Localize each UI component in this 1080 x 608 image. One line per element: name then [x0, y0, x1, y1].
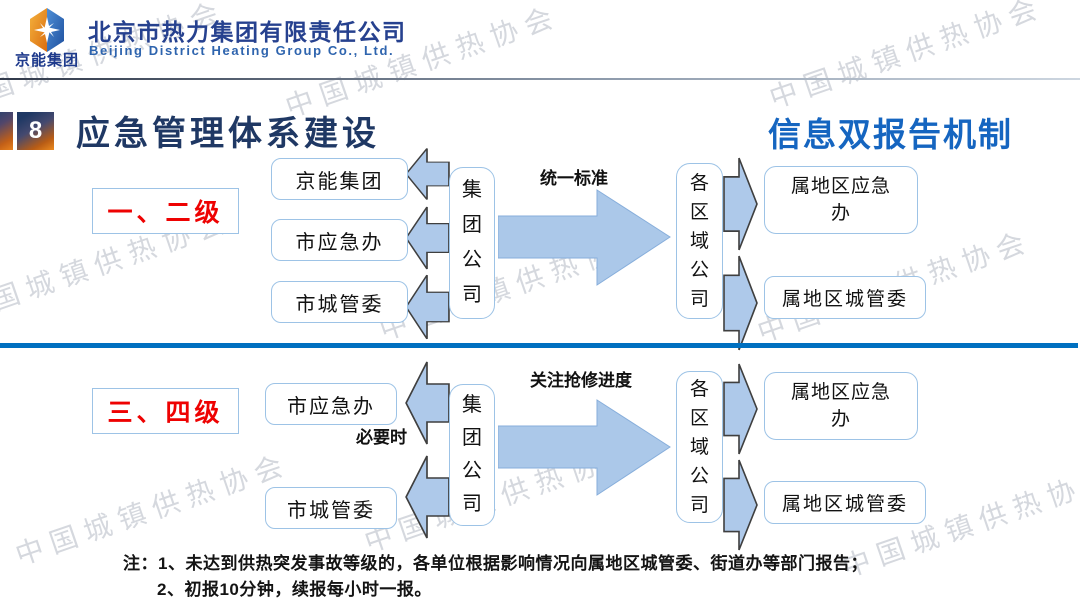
- section-divider: [0, 343, 1078, 348]
- slide-number-badge: 8: [17, 112, 54, 150]
- left-arrow-icon: [405, 455, 450, 539]
- subtitle-mechanism: 信息双报告机制: [768, 116, 1013, 153]
- right-arrow-icon: [723, 363, 758, 455]
- right-arrow-icon: [723, 255, 758, 351]
- level-label-3-4: 三、四级: [92, 388, 239, 434]
- node-city-emergency-office: 市应急办: [271, 219, 408, 261]
- title-edge-square: [0, 112, 13, 150]
- flow-arrow-icon: [498, 399, 671, 496]
- watermark-text: 中国城镇供热协会: [765, 0, 1048, 115]
- node-city-urban-mgmt-2: 市城管委: [265, 487, 397, 529]
- flow-label-repair-progress: 关注抢修进度: [530, 371, 632, 390]
- company-logo-icon: [30, 8, 64, 52]
- left-arrow-icon: [405, 148, 450, 200]
- flow-label-unified-standard: 统一标准: [540, 169, 608, 188]
- node-group-company-2: 集团公司: [449, 384, 495, 526]
- node-district-emergency-office-2: 属地区应急办: [764, 372, 918, 440]
- node-label: 集团公司: [462, 394, 482, 515]
- level-label-1-2: 一、二级: [92, 188, 239, 234]
- node-label: 集团公司: [462, 179, 482, 306]
- node-district-urban-mgmt-2: 属地区城管委: [764, 481, 926, 524]
- node-label: 属地区应急办: [790, 176, 891, 224]
- node-city-urban-mgmt: 市城管委: [271, 281, 408, 323]
- flow-arrow-icon: [498, 189, 671, 286]
- right-arrow-icon: [723, 459, 758, 551]
- node-label: 各区域公司: [689, 378, 709, 516]
- node-city-emergency-office-2: 市应急办: [265, 383, 397, 425]
- condition-label-if-necessary: 必要时: [356, 428, 407, 447]
- node-group-company: 集团公司: [449, 167, 495, 319]
- logo-caption: 京能集团: [14, 52, 79, 69]
- node-regional-companies: 各区域公司: [676, 163, 723, 319]
- note-line-2: 2、初报10分钟，续报每小时一报。: [157, 580, 432, 599]
- left-arrow-icon: [405, 361, 450, 445]
- node-regional-companies-2: 各区域公司: [676, 371, 723, 523]
- node-label: 属地区应急办: [790, 382, 891, 430]
- node-jingneng-group: 京能集团: [271, 158, 408, 200]
- header-divider: [0, 78, 1080, 80]
- company-name-en: Beijing District Heating Group Co., Ltd.: [89, 43, 395, 58]
- company-name-cn: 北京市热力集团有限责任公司: [88, 19, 407, 45]
- right-arrow-icon: [723, 157, 758, 251]
- left-arrow-icon: [405, 274, 450, 340]
- page-title: 应急管理体系建设: [76, 115, 380, 153]
- node-district-emergency-office: 属地区应急办: [764, 166, 918, 234]
- left-arrow-icon: [405, 206, 450, 270]
- node-label: 各区域公司: [689, 172, 709, 310]
- note-line-1: 注：1、未达到供热突发事故等级的，各单位根据影响情况向属地区城管委、街道办等部门…: [123, 554, 868, 573]
- node-district-urban-mgmt: 属地区城管委: [764, 276, 926, 319]
